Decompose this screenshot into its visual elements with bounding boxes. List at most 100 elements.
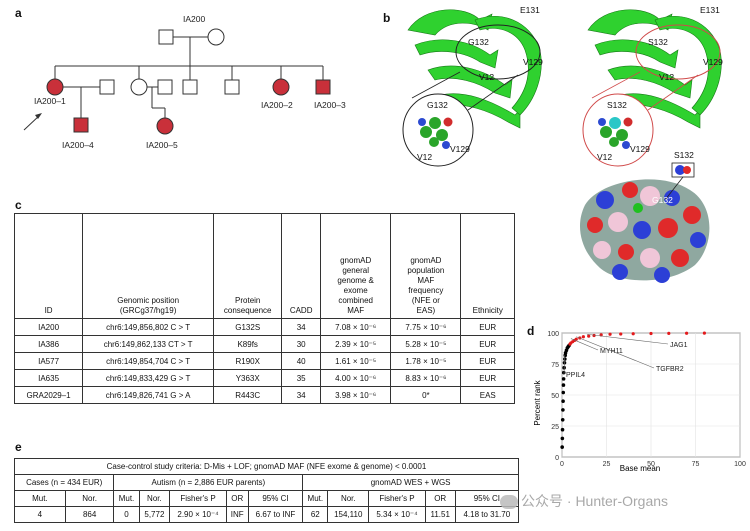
col-cadd: CADD: [281, 213, 322, 319]
col-consequence: Protein consequence: [213, 213, 283, 319]
point-low-rank: [560, 427, 565, 432]
case-control-value: 154,110: [327, 506, 370, 523]
case-control-col-head: OR: [424, 490, 456, 507]
case-control-col-head: Mut.: [113, 490, 140, 507]
y-axis-label: Percent rank: [533, 379, 542, 425]
zoom-label-v12-mutant: V12: [597, 152, 612, 162]
variant-cell: EUR: [460, 369, 515, 387]
pedigree-IA200-5: [156, 117, 174, 135]
pedigree-IA200-1: [46, 78, 64, 96]
col-ethnicity: Ethnicity: [460, 213, 515, 319]
panel-a-label: a: [15, 6, 22, 20]
variant-cell: 34: [281, 386, 322, 404]
pedigree-IA200-2: [272, 78, 290, 96]
pedigree-IA200-3: [315, 79, 331, 95]
pedigree-label-3: IA200–3: [314, 100, 346, 110]
pedigree-mother: [207, 28, 225, 46]
case-control-col-head: Fisher's P: [169, 490, 227, 507]
case-control-col-head: Nor.: [64, 490, 115, 507]
point-low-rank: [563, 357, 567, 361]
point-high-rank: [592, 333, 596, 338]
variant-cell: 8.83 × 10⁻⁶: [390, 369, 462, 387]
zoom-label-v129-mutant: V129: [630, 144, 650, 154]
label-s132: S132: [648, 37, 668, 47]
case-control-col-head: Fisher's P: [368, 490, 426, 507]
surface-label-s132: S132: [674, 150, 694, 160]
variant-cell: 34: [281, 318, 322, 336]
label-v129-mutant: V129: [703, 57, 723, 67]
variant-cell: EUR: [460, 352, 515, 370]
pedigree-spouse-2: [157, 79, 173, 95]
label-v12-mutant: V12: [659, 72, 674, 82]
y-tick-label: 25: [551, 424, 559, 431]
variant-cell: 1.78 × 10⁻⁵: [390, 352, 462, 370]
case-control-col-head: 95% CI: [247, 490, 304, 507]
label-e131: E131: [520, 5, 540, 15]
x-tick-label: 25: [603, 461, 611, 468]
surface-model: S132 G132: [580, 150, 710, 283]
case-control-value: 11.51: [424, 506, 456, 523]
case-control-value: 4: [14, 506, 66, 523]
surface-label-g132: G132: [652, 195, 673, 205]
variant-cell: 0*: [390, 386, 462, 404]
point-high-rank: [631, 332, 635, 336]
variant-cell: 1.61 × 10⁻⁵: [320, 352, 392, 370]
col-position: Genomic position (GRCg37/hg19): [82, 213, 215, 319]
case-control-value: 0: [113, 506, 140, 523]
variant-cell: 35: [281, 369, 322, 387]
point-high-rank: [649, 331, 653, 336]
annotation-label: JAG1: [670, 342, 688, 349]
variant-cell: chr6:149,854,704 C > T: [82, 352, 215, 370]
pedigree-label-1: IA200–1: [34, 96, 66, 106]
callout-ring-zoom-mutant: [582, 93, 654, 167]
annotation-leader: [570, 338, 599, 351]
label-v129: V129: [523, 57, 543, 67]
annotation-label: TGFBR2: [656, 366, 684, 373]
callout-ring-top-mutant: [635, 24, 721, 80]
y-tick-label: 75: [551, 362, 559, 369]
variant-cell: GRA2029–1: [13, 386, 84, 404]
label-g132: G132: [468, 37, 489, 47]
watermark-text: 公众号 · Hunter-Organs: [521, 493, 669, 509]
variant-cell: chr6:149,856,802 C > T: [82, 318, 215, 336]
callout-ring-zoom: [402, 93, 474, 167]
cases-header: Cases (n = 434 EUR): [13, 474, 115, 491]
y-tick-label: 0: [555, 455, 559, 462]
point-high-rank: [574, 337, 578, 341]
pedigree-sibling-f: [130, 78, 148, 96]
variant-cell: IA386: [13, 335, 84, 353]
case-control-value: 62: [302, 506, 329, 523]
panel-d-label: d: [527, 324, 535, 338]
x-tick-label: 75: [692, 461, 700, 468]
zoom-label-v12: V12: [417, 152, 432, 162]
variant-cell: IA577: [13, 352, 84, 370]
case-control-value: 4.18 to 31.70: [454, 506, 520, 523]
point-high-rank: [685, 331, 689, 335]
point-high-rank: [587, 334, 591, 338]
variant-cell: 5.28 × 10⁻⁵: [390, 335, 462, 353]
case-control-col-head: Nor.: [138, 490, 171, 507]
variant-cell: EUR: [460, 318, 515, 336]
label-v12: V12: [479, 72, 494, 82]
variant-cell: 40: [281, 352, 322, 370]
wechat-icon: [500, 495, 518, 510]
variant-cell: IA200: [13, 318, 84, 336]
variant-cell: chr6:149,833,429 G > T: [82, 369, 215, 387]
variant-cell: chr6:149,862,133 CT > T: [82, 335, 215, 353]
pedigree-label-4: IA200–4: [62, 140, 94, 150]
variant-table-header: ID Genomic position (GRCg37/hg19) Protei…: [13, 213, 515, 319]
panel-c-label: c: [15, 198, 22, 212]
case-control-col-head: Mut.: [14, 490, 66, 507]
point-low-rank: [560, 436, 565, 441]
case-control-col-head: Nor.: [327, 490, 370, 507]
variant-cell: G132S: [213, 318, 283, 336]
pedigree-sibling-m1: [182, 79, 198, 95]
zoom-label-s132: S132: [607, 100, 627, 110]
variant-cell: EUR: [460, 335, 515, 353]
